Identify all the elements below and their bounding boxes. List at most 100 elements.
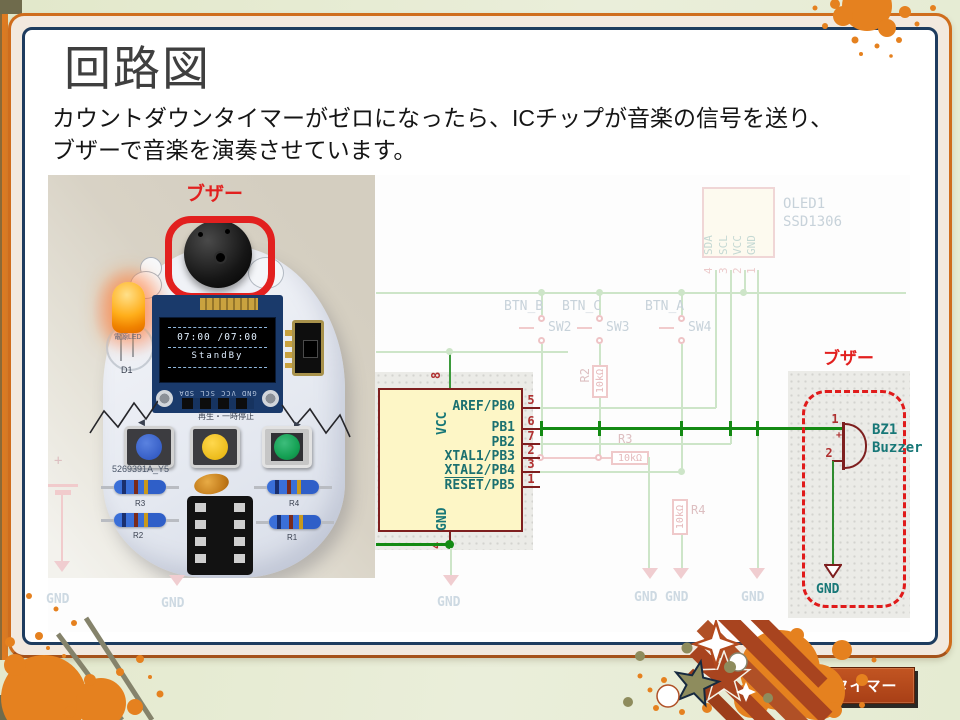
- resistor-ref-label: R3: [618, 432, 633, 446]
- ic-pin-number: 4: [429, 533, 444, 549]
- ic-pin-name: AREF/PB0: [452, 399, 515, 414]
- button-cap: [202, 434, 228, 460]
- ic-pin-number: 1: [527, 472, 535, 486]
- resistor-value: 10kΩ: [594, 369, 606, 394]
- wire-segment: [540, 457, 611, 459]
- switch-lever: [659, 327, 674, 329]
- left-arrow-silk: ◀: [138, 417, 145, 427]
- power-switch: [292, 320, 324, 376]
- mounting-hole: [262, 390, 279, 407]
- gnd-label: GND: [437, 595, 461, 610]
- buzzer-highlight-box: [802, 390, 906, 608]
- ic-pin-name: PB2: [491, 435, 515, 450]
- wire-segment: [540, 443, 731, 445]
- wire-segment: [757, 270, 759, 570]
- oled-connector: [200, 298, 258, 310]
- wire-segment: [681, 293, 683, 315]
- board-code-silk: 5269391A_Y5: [112, 464, 170, 474]
- gnd-label-buzzer: GND: [816, 582, 840, 597]
- ic-pin-name: XTAL1/PB3: [444, 449, 515, 464]
- resistor-value: 10kΩ: [617, 452, 643, 464]
- ic-pin-number: 5: [527, 393, 535, 407]
- wire-segment: [832, 461, 834, 564]
- crack-zigzag-right: [281, 404, 351, 438]
- pin-stub: [523, 443, 540, 445]
- power-led-silk-label: 電源LED: [114, 334, 142, 341]
- wire-tick: [680, 421, 683, 436]
- led-leg: [132, 333, 134, 357]
- junction-dot: [446, 348, 453, 355]
- oled-dashed-rule: [168, 347, 267, 348]
- gnd-label: GND: [46, 592, 70, 607]
- gnd-arrow: [443, 575, 459, 586]
- switch-ref-label: SW2: [548, 320, 572, 335]
- oled-pin-name: SCL: [717, 235, 730, 255]
- highlighted-wire-pb1: [540, 427, 843, 430]
- pin-stub: [523, 407, 540, 409]
- led-leg: [120, 333, 122, 361]
- wire-segment: [744, 270, 746, 293]
- oled-pin-name: GND: [745, 235, 758, 255]
- gnd-arrow: [673, 568, 689, 579]
- pin-stub: [523, 457, 540, 459]
- resistor-r4: [254, 480, 332, 494]
- wire-segment: [648, 457, 650, 568]
- ic-pin-number: 8: [429, 371, 443, 379]
- wire-segment: [449, 352, 451, 388]
- gnd-label: GND: [741, 590, 765, 605]
- oled-dashed-rule: [168, 367, 267, 368]
- resistor-symbol-r4: 10kΩ: [672, 499, 688, 535]
- gnd-arrow: [749, 568, 765, 579]
- device-photo: ブザー 電源LED D1 07:00 /07:00 StandBy GND VC…: [48, 175, 375, 578]
- switch-ref-label: SW4: [688, 320, 712, 335]
- socket-slots: [195, 503, 206, 568]
- switch-ref-label: SW3: [606, 320, 630, 335]
- switch-lever: [519, 327, 534, 329]
- wire-segment: [730, 270, 732, 444]
- oled-status-text: StandBy: [191, 351, 244, 361]
- power-led: [112, 282, 145, 333]
- resistor-ref-silk: R4: [289, 499, 300, 508]
- button-yellow: [190, 426, 240, 468]
- buzzer-dot: [198, 232, 203, 237]
- wire-segment: [376, 292, 906, 294]
- socket-slots: [234, 503, 245, 568]
- buzzer-symbol-bar: [842, 422, 845, 470]
- battery-plate: [48, 484, 78, 487]
- buzzer-callout-schematic: ブザー: [823, 349, 874, 368]
- junction-dot: [678, 289, 685, 296]
- ic-pin-name-gnd: GND: [435, 507, 450, 531]
- led-ref-label: D1: [121, 365, 133, 375]
- ic-pin-number: 2: [527, 443, 535, 457]
- pin-stub: [832, 460, 842, 462]
- resistor-ref-silk: R2: [133, 531, 144, 540]
- buzzer-part-label: Buzzer: [872, 440, 923, 456]
- pin-stub: [523, 428, 540, 430]
- wire-segment: [541, 293, 543, 315]
- oled-symbol-body: [702, 187, 775, 258]
- wire-segment: [540, 471, 682, 473]
- button-cap: [136, 434, 162, 460]
- switch-lever: [577, 327, 592, 329]
- crack-zigzag-left: [89, 400, 158, 434]
- oled-part-label: SSD1306: [783, 214, 843, 230]
- gnd-label: GND: [634, 590, 658, 605]
- highlighted-wire-gnd: [376, 543, 452, 546]
- resistor-r1: [256, 515, 334, 529]
- ic-pin-number: 3: [527, 457, 535, 471]
- ic-pin-number: 6: [527, 414, 535, 428]
- oled-time-text: 07:00 /07:00: [177, 332, 258, 343]
- buzzer-callout-photo: ブザー: [186, 184, 244, 205]
- resistor-r3: [101, 480, 179, 494]
- ic-pin-name: XTAL2/PB4: [444, 463, 515, 478]
- ic-pin-name-reset: RESET/PB5: [385, 478, 515, 493]
- junction-dot: [740, 289, 747, 296]
- wire-segment: [540, 407, 716, 409]
- gnd-label: GND: [161, 596, 185, 611]
- mounting-hole: [156, 390, 173, 407]
- pin-stub: [449, 532, 451, 544]
- resistor-symbol-r2: 10kΩ: [592, 365, 608, 398]
- junction-dot: [596, 289, 603, 296]
- page-title: 回路図: [64, 42, 211, 95]
